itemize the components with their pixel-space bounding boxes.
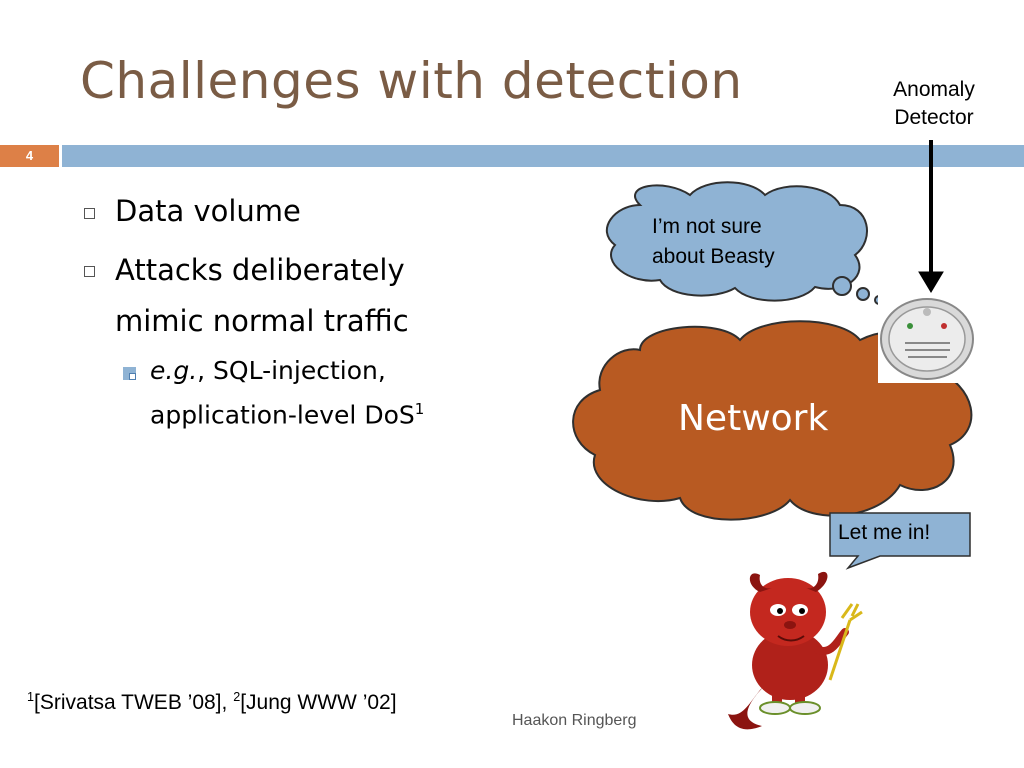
bullet-attacks-line2: mimic normal traffic: [115, 304, 409, 338]
anomaly-label-line1: Anomaly: [893, 78, 975, 101]
sub-bullet-marker: [123, 367, 136, 380]
bullet-marker: [84, 208, 95, 219]
arrow-down-icon: [918, 140, 944, 293]
bullet-data-volume: Data volume: [115, 194, 301, 228]
bullet-marker: [84, 266, 95, 277]
network-label: Network: [678, 398, 829, 439]
footnote-ref: 1: [414, 400, 425, 418]
speech-bubble-text: Let me in!: [838, 521, 931, 544]
footnote-sup2: 2: [233, 690, 241, 704]
bullet-attacks-line1: Attacks deliberately: [115, 253, 405, 287]
thought-cloud: [605, 181, 884, 305]
sub-bullet-line2-text: application-level DoS: [150, 400, 415, 430]
anomaly-label-line2: Detector: [894, 106, 974, 129]
sub-bullet-line2: application-level DoS1: [150, 392, 424, 432]
footnote-ref1: [Srivatsa TWEB ’08],: [34, 691, 234, 714]
anomaly-detector-label: Anomaly Detector: [868, 76, 1000, 132]
thought-line1: I’m not sure: [652, 215, 762, 238]
header-bar: [62, 145, 1024, 167]
smoke-detector-icon: [878, 295, 976, 383]
sub-bullet-line1-rest: , SQL-injection,: [197, 356, 386, 385]
footnote-sup1: 1: [27, 690, 35, 704]
network-cloud: [572, 320, 973, 521]
devil-mascot-icon: [728, 571, 863, 730]
eg-italic: e.g.: [150, 356, 198, 385]
slide-number: 4: [0, 145, 59, 167]
author-name: Haakon Ringberg: [512, 712, 637, 729]
thought-line2: about Beasty: [652, 245, 775, 268]
speech-bubble: [829, 512, 971, 570]
thought-bubble-text: I’m not sure about Beasty: [652, 212, 775, 272]
footnote-ref2: [Jung WWW ’02]: [240, 691, 397, 714]
sub-bullet-line1: e.g., SQL-injection,: [150, 354, 386, 388]
footnote: 1[Srivatsa TWEB ’08], 2[Jung WWW ’02]: [27, 690, 397, 715]
slide-title: Challenges with detection: [80, 52, 743, 110]
